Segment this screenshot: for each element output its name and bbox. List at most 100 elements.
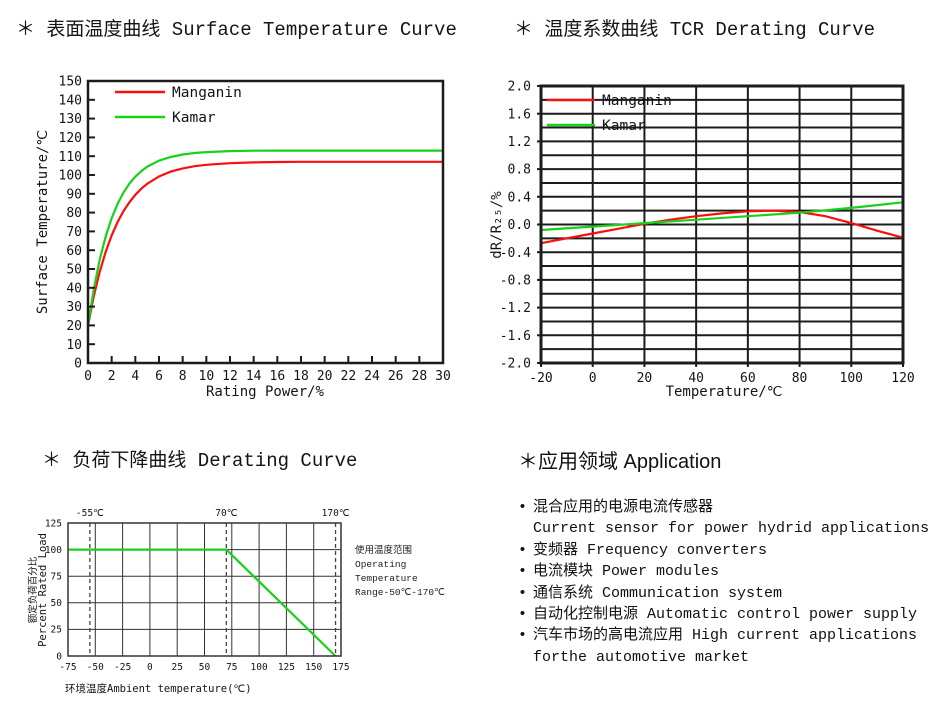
- x-tick-label: 4: [131, 369, 139, 384]
- x-tick-label: 100: [840, 371, 863, 386]
- y-axis-label-zh: 额定负荷百分比: [27, 557, 39, 624]
- x-tick-label: 14: [246, 369, 262, 384]
- y-tick-label: 70: [66, 225, 82, 240]
- y-tick-label: 120: [59, 131, 82, 146]
- y-tick-label: 1.6: [508, 107, 531, 122]
- application-item: •汽车市场的高电流应用 High current applications: [518, 625, 930, 646]
- y-tick-label: 0.0: [508, 218, 531, 233]
- application-item-text: 变频器 Frequency converters: [533, 541, 768, 559]
- y-tick-label: 80: [66, 206, 82, 221]
- application-title-en: Application: [618, 451, 722, 473]
- y-tick-label: 150: [59, 75, 82, 90]
- tcr-chart-title: ＊ 温度系数曲线 TCR Derating Curve: [514, 19, 876, 41]
- y-tick-label: 110: [59, 150, 82, 165]
- y-tick-label: -1.2: [500, 301, 531, 316]
- application-item-text: 电流模块 Power modules: [533, 563, 720, 581]
- series-Kamar: [540, 201, 904, 232]
- x-tick-label: 24: [364, 369, 380, 384]
- bullet-icon: [518, 647, 533, 668]
- x-tick-label: 30: [435, 369, 451, 384]
- x-tick-label: 28: [412, 369, 428, 384]
- x-tick-label: 10: [199, 369, 215, 384]
- y-tick-label: 60: [66, 244, 82, 259]
- x-tick-label: 0: [84, 369, 92, 384]
- plot-border: [86, 79, 445, 365]
- application-item: •通信系统 Communication system: [518, 583, 930, 604]
- x-tick-label: 26: [388, 369, 404, 384]
- series-Kamar: [86, 149, 443, 326]
- x-tick-label: -75: [59, 662, 76, 673]
- x-tick-label: -20: [529, 371, 552, 386]
- y-tick-label: 125: [45, 518, 62, 529]
- application-item-text: 混合应用的电源电流传感器: [533, 499, 714, 516]
- legend-label: Manganin: [602, 93, 672, 109]
- operating-range-note: 使用温度范围 Operating Temperature Range-50℃-1…: [355, 544, 445, 600]
- x-tick-label: 6: [155, 369, 163, 384]
- y-tick-label: 30: [66, 300, 82, 315]
- annotation-label: 70℃: [215, 508, 237, 519]
- surface-chart-title: ＊ 表面温度曲线 Surface Temperature Curve: [16, 19, 457, 41]
- application-item-text: forthe automotive market: [533, 648, 750, 666]
- series-Manganin: [86, 160, 443, 326]
- note-line-2: Operating: [355, 559, 407, 570]
- x-tick-label: 8: [179, 369, 187, 384]
- x-axis-label: Rating Power/%: [206, 384, 325, 400]
- application-item: forthe automotive market: [518, 647, 930, 668]
- y-tick-label: 130: [59, 112, 82, 127]
- note-line-4: Range-50℃-170℃: [355, 587, 445, 598]
- x-tick-label: 40: [688, 371, 704, 386]
- y-tick-label: -1.6: [500, 329, 531, 344]
- derating-chart-title: ＊ 负荷下降曲线 Derating Curve: [42, 450, 358, 472]
- application-item: • 变频器 Frequency converters: [518, 540, 930, 561]
- x-tick-label: 25: [171, 662, 182, 673]
- x-tick-label: 16: [270, 369, 286, 384]
- legend-label: Manganin: [172, 85, 242, 101]
- y-tick-label: 1.2: [508, 135, 531, 150]
- y-tick-label: 100: [45, 545, 62, 556]
- application-item-text: 自动化控制电源 Automatic control power supply: [533, 606, 918, 624]
- bullet-icon: [518, 518, 533, 539]
- y-tick-label: 75: [51, 572, 62, 583]
- x-tick-label: -25: [114, 662, 131, 673]
- application-title-zh: ＊应用领域: [518, 452, 618, 475]
- y-tick-label: 50: [66, 263, 82, 278]
- series-Manganin: [540, 209, 904, 245]
- x-tick-label: 125: [278, 662, 295, 673]
- y-tick-label: -2.0: [500, 357, 531, 372]
- application-item: • 混合应用的电源电流传感器: [518, 497, 930, 518]
- y-axis-label: Surface Temperature/℃: [35, 130, 51, 314]
- bullet-icon: •: [518, 541, 528, 559]
- application-list: • 混合应用的电源电流传感器 Current sensor for power h…: [518, 497, 930, 668]
- application-item: Current sensor for power hydrid applicat…: [518, 518, 930, 539]
- x-axis-label: Temperature/℃: [666, 384, 783, 400]
- y-tick-label: -0.8: [500, 273, 531, 288]
- plot-border: [67, 522, 342, 657]
- y-tick-label: 25: [51, 625, 62, 636]
- x-tick-label: 2: [108, 369, 116, 384]
- y-tick-label: 90: [66, 187, 82, 202]
- bullet-icon: •: [518, 499, 528, 516]
- annotation-label: 170℃: [322, 508, 350, 519]
- note-line-3: Temperature: [355, 573, 418, 584]
- bullet-icon: •: [518, 606, 528, 624]
- x-tick-label: 100: [251, 662, 268, 673]
- legend-label: Kamar: [172, 110, 216, 126]
- y-tick-label: 0.4: [508, 190, 532, 205]
- y-tick-label: -0.4: [500, 246, 531, 261]
- x-tick-label: 18: [293, 369, 309, 384]
- x-tick-label: 0: [589, 371, 597, 386]
- application-item: •电流模块 Power modules: [518, 561, 930, 582]
- y-axis-label: dR/R₂₅/%: [489, 191, 505, 259]
- y-axis-label: Percent Rated Load: [37, 533, 49, 647]
- y-tick-label: 10: [66, 338, 82, 353]
- application-item: • 自动化控制电源 Automatic control power supply: [518, 604, 930, 625]
- x-tick-label: 12: [222, 369, 238, 384]
- x-tick-label: 80: [792, 371, 808, 386]
- bullet-icon: •: [518, 627, 528, 645]
- y-tick-label: 2.0: [508, 80, 531, 95]
- y-tick-label: 0.8: [508, 163, 531, 178]
